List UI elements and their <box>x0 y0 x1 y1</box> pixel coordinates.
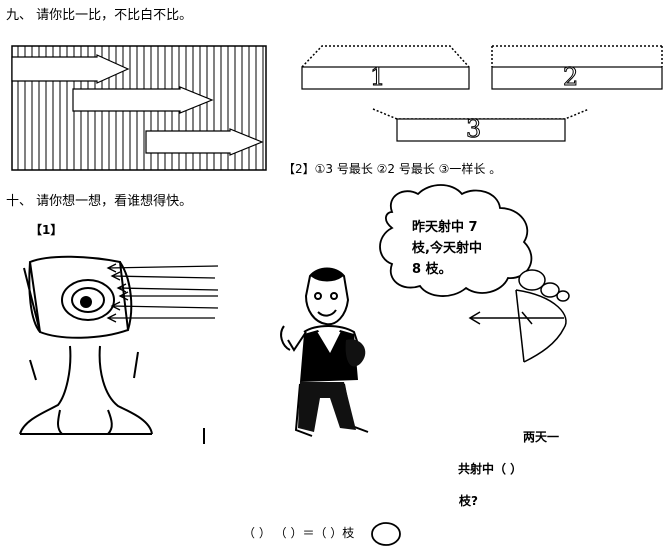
bar-1-label: 1 <box>369 63 386 92</box>
bar-2 <box>491 66 663 90</box>
question-line-3: 枝? <box>459 494 478 508</box>
equation: （ ） （ ）＝（ ）枝 <box>243 526 355 540</box>
problem-label: 【1】 <box>30 223 63 237</box>
question-line-2: 共射中（ ） <box>458 462 523 476</box>
bar-3-label: 3 <box>465 115 482 144</box>
question-line-1: 两天一 <box>523 430 560 444</box>
arrow-top <box>11 54 130 84</box>
section9-options: 【2】①3 号最长 ②2 号最长 ③一样长 。 <box>283 162 502 176</box>
bar-2-label: 2 <box>562 63 579 92</box>
section9-heading: 九、 请你比一比，不比白不比。 <box>6 8 193 23</box>
bubble-line-2: 枝,今天射中 <box>412 241 482 256</box>
section10-heading: 十、 请你想一想，看谁想得快。 <box>6 194 193 209</box>
arrow-middle <box>72 86 214 114</box>
arrow-bottom <box>145 128 264 156</box>
bubble-line-1: 昨天射中 7 <box>412 220 478 235</box>
bar-1 <box>301 66 470 90</box>
bar-3 <box>396 118 566 142</box>
bubble-line-3: 8 枝。 <box>412 262 452 277</box>
